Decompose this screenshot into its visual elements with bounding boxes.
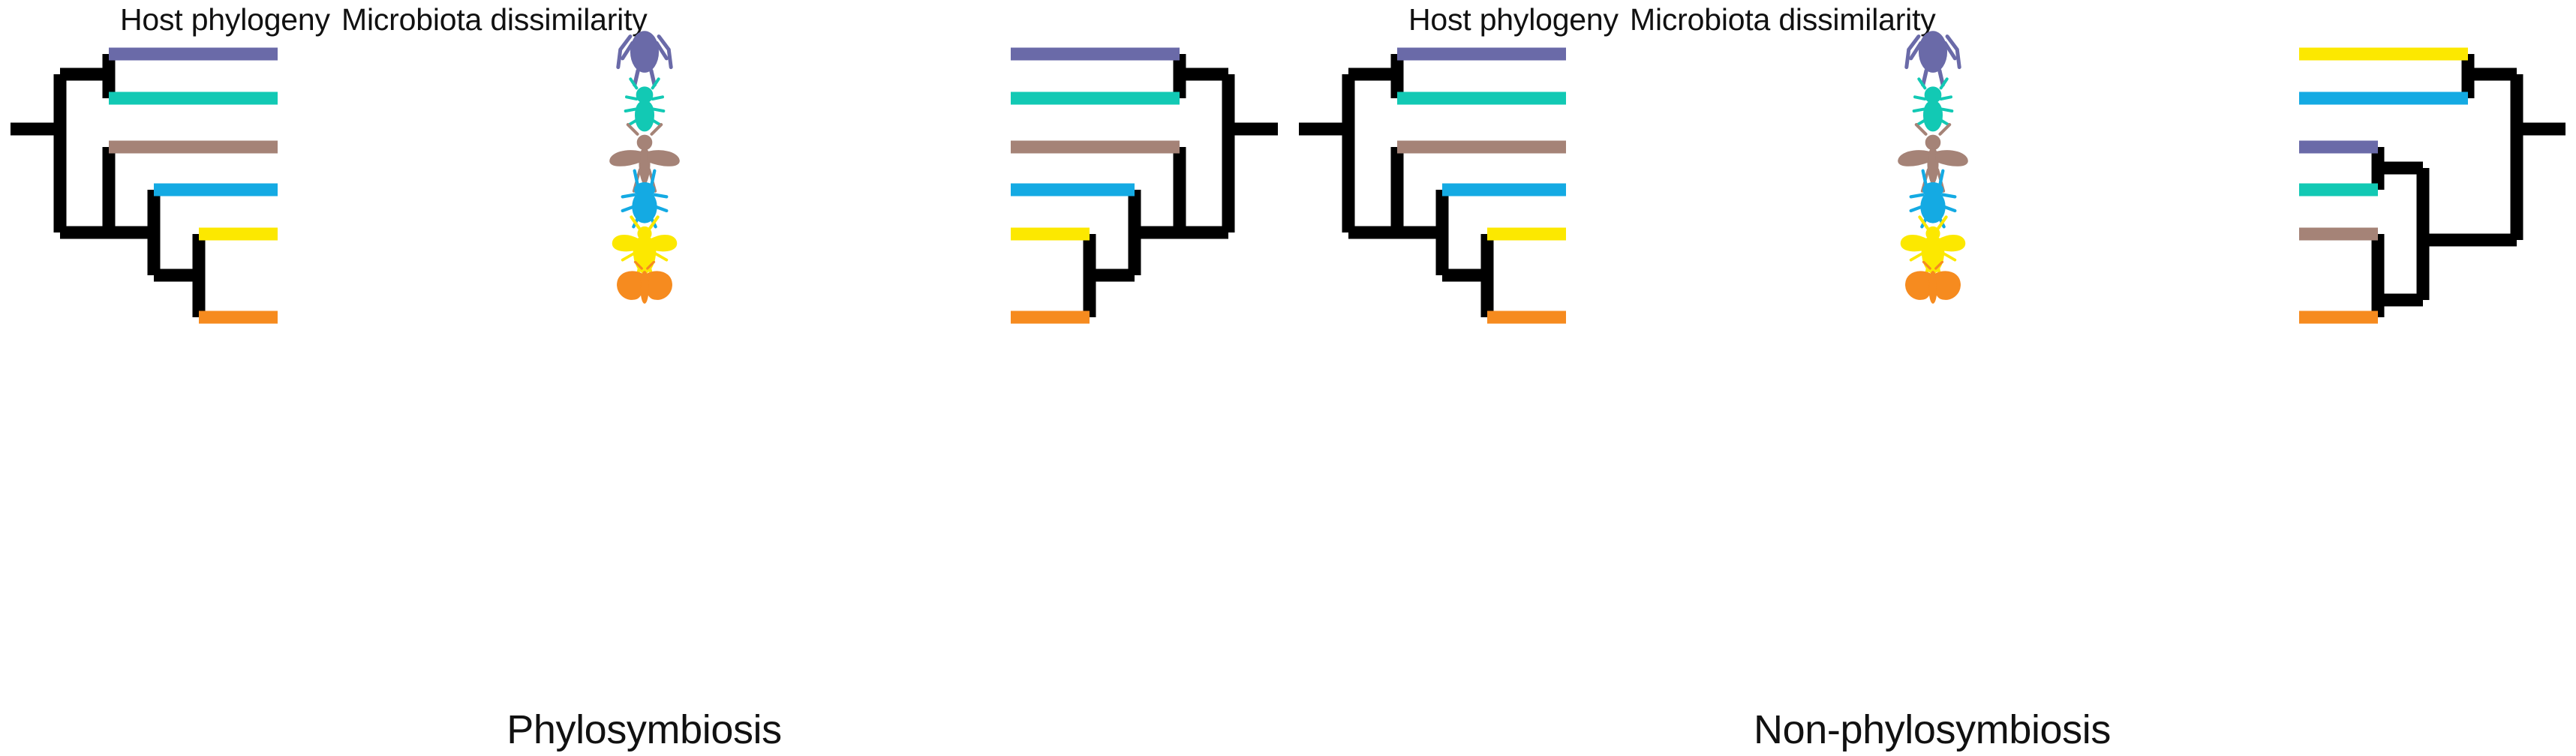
bug-icon (1909, 169, 1957, 229)
host-left-root-upper (53, 68, 109, 129)
caption-non-phylosymbiosis: Non-phylosymbiosis (1754, 707, 2111, 752)
micro-left-root-upper (1180, 68, 1235, 129)
column-title-host-phylogeny-right: Host phylogeny (1408, 2, 1619, 37)
column-title-host-phylogeny-left: Host phylogeny (120, 2, 330, 37)
beetle-icon (1912, 77, 1954, 132)
host-right-root-lower (1342, 129, 1397, 239)
beetle-icon (624, 77, 666, 132)
butterfly-icon (1905, 261, 1961, 304)
micro-left-node-mosq-parent (1135, 147, 1186, 239)
micro-right-root-upper (2468, 68, 2523, 129)
host-left-root-lower (53, 129, 109, 239)
insect-column-right (1877, 0, 1989, 756)
panel-non-phylosymbiosis: Host phylogeny Microbiota dissimilarity (1288, 0, 2576, 756)
host-right-node-mosq-parent (1390, 147, 1442, 239)
micro-left-node-bug-parent (1090, 190, 1141, 282)
column-title-microbiota-left: Microbiota dissimilarity (341, 2, 648, 37)
host-left-node-mosq-parent (102, 147, 154, 239)
micro-left-root-lower (1180, 129, 1235, 239)
mosquito-icon (609, 123, 680, 193)
host-right-node-bug-parent (1435, 190, 1487, 282)
panel-phylosymbiosis: Host phylogeny Microbiota dissimilarity (11, 0, 1278, 756)
column-title-microbiota-right: Microbiota dissimilarity (1630, 2, 1936, 37)
bug-icon (621, 169, 669, 229)
aphid-icon (1904, 31, 1961, 87)
butterfly-icon (617, 261, 672, 304)
micro-right-node-lower-branch (2378, 240, 2430, 307)
micro-right-node-upper-branch (2378, 161, 2430, 240)
aphid-icon (616, 31, 673, 87)
host-left-node-bug-parent (147, 190, 199, 282)
insect-column-left (588, 0, 701, 756)
host-right-root-upper (1342, 68, 1397, 129)
micro-right-root-lower (2423, 129, 2523, 247)
caption-phylosymbiosis: Phylosymbiosis (506, 707, 782, 752)
